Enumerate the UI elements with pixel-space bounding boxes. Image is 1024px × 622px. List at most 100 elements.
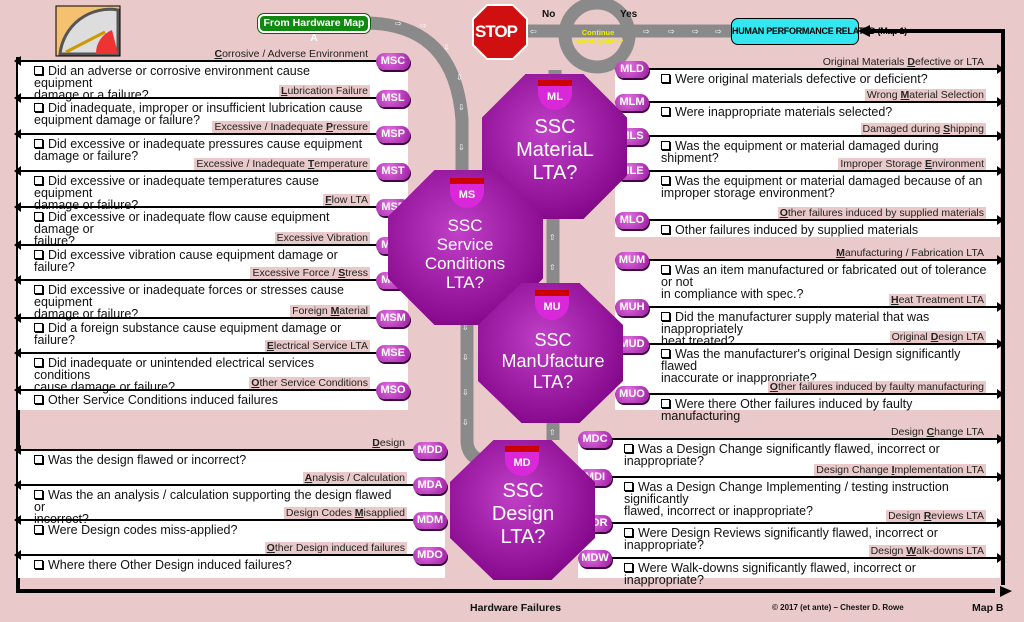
checkbox[interactable] (624, 563, 633, 572)
checkbox[interactable] (661, 74, 670, 83)
category-label: Other failures induced by supplied mater… (777, 207, 986, 219)
question-text: Was a Design Change Implementing / testi… (624, 480, 949, 518)
label-rest: ther failures induced by faulty manufact… (777, 381, 984, 393)
checkbox[interactable] (34, 525, 43, 534)
question: Were Design Reviews significantly flawed… (578, 524, 1000, 551)
label-key-letter: M (836, 247, 845, 259)
stop-label: STOP (475, 22, 518, 41)
arrow-left-icon (14, 313, 21, 323)
label-key-letter: M (900, 89, 910, 101)
from-hardware-map-a-button[interactable]: From Hardware Map A (258, 14, 370, 44)
category-label: Other Service Conditions (249, 377, 370, 389)
code-badge[interactable]: MSO (376, 382, 410, 399)
checkbox[interactable] (661, 399, 670, 408)
code-badge[interactable]: MLM (615, 94, 649, 111)
checkbox[interactable] (34, 455, 43, 464)
label-rest: mplementation LTA (894, 464, 985, 476)
checkbox[interactable] (34, 176, 43, 185)
question-text: Did excessive vibration cause equipment … (34, 248, 338, 274)
code-badge[interactable]: MUH (615, 299, 649, 316)
question-text: Was the equipment or material damaged du… (661, 139, 939, 165)
category-label: Excessive / Inadequate Pressure (212, 121, 370, 133)
code-badge[interactable]: MDA (413, 477, 447, 494)
label-key-letter: R (923, 510, 932, 522)
code-badge[interactable]: MDW (578, 550, 612, 567)
question-text: Did excessive or inadequate forces or st… (34, 283, 344, 321)
arrow-left-icon (14, 240, 21, 250)
checkbox[interactable] (661, 141, 670, 150)
checkbox[interactable] (34, 358, 43, 367)
checkbox[interactable] (34, 103, 43, 112)
checkbox[interactable] (661, 107, 670, 116)
code-badge[interactable]: MSC (376, 53, 410, 70)
category-label: Other failures induced by faulty manufac… (767, 381, 986, 393)
checkbox[interactable] (34, 490, 43, 499)
checkbox[interactable] (34, 323, 43, 332)
checkbox[interactable] (661, 349, 670, 358)
label-rest: nalysis / Calculation (312, 472, 405, 484)
code-badge[interactable]: MUM (615, 252, 649, 269)
code-badge[interactable]: MSP (376, 126, 410, 143)
map-b-label: Map B (972, 602, 1004, 614)
checkbox[interactable] (34, 250, 43, 259)
checkbox[interactable] (34, 560, 43, 569)
category-label: Heat Treatment LTA (889, 294, 986, 306)
arrow-left-icon (14, 129, 21, 139)
checkbox[interactable] (661, 176, 670, 185)
code-badge[interactable]: MDD (413, 442, 447, 459)
question: Where there Other Design induced failure… (18, 556, 445, 571)
checkbox[interactable] (624, 444, 633, 453)
node-ms-line4: LTA? (445, 273, 485, 292)
category-label: Damaged during Shipping (860, 123, 986, 135)
checkbox[interactable] (34, 395, 43, 404)
question-text: Did a foreign substance cause equipment … (34, 321, 342, 347)
label-key-letter: S (338, 267, 346, 279)
category-label: Foreign Material (290, 305, 370, 317)
row-mlo: Other failures induced by supplied mater… (615, 207, 1004, 237)
code-badge[interactable]: MLO (615, 212, 649, 229)
checkbox[interactable] (661, 312, 670, 321)
code-badge[interactable]: MSE (376, 345, 410, 362)
label-rest: emperature (314, 158, 368, 170)
arrow-left-icon (14, 56, 21, 66)
human-performance-map-1-button[interactable]: HUMAN PERFORMANCE RELATED (Map 1) (731, 18, 907, 45)
code-badge[interactable]: MSM (376, 310, 410, 327)
code-badge[interactable]: MSL (376, 90, 410, 107)
checkbox[interactable] (624, 482, 633, 491)
arrow-right-icon (997, 255, 1004, 265)
arrow-right-icon (997, 166, 1004, 176)
arrow-right-icon (997, 131, 1004, 141)
checkbox[interactable] (34, 66, 43, 75)
label-rest: isapplied (363, 507, 405, 519)
label-rest: esign (379, 437, 405, 449)
checkbox[interactable] (34, 139, 43, 148)
question: Did excessive or inadequate flow cause e… (18, 208, 408, 247)
question-text: Were there Other failures induced by fau… (661, 397, 913, 423)
code-badge[interactable]: MDM (413, 512, 447, 529)
svg-text:⇩: ⇩ (462, 323, 469, 332)
code-badge[interactable]: MUO (615, 386, 649, 403)
question-text: Did excessive or inadequate flow cause e… (34, 210, 330, 248)
checkbox[interactable] (624, 528, 633, 537)
checkbox[interactable] (34, 285, 43, 294)
node-mu-line3: LTA? (532, 372, 574, 392)
question-text: Was the design flawed or incorrect? (48, 453, 247, 467)
code-badge[interactable]: MDC (578, 431, 612, 448)
checkbox[interactable] (661, 225, 670, 234)
question: Was the manufacturer's original Design s… (615, 345, 1000, 384)
label-key-letter: O (266, 542, 275, 554)
arrow-left-icon (14, 348, 21, 358)
label-rest: aterial (339, 305, 368, 317)
code-badge[interactable]: MST (376, 163, 410, 180)
code-badge[interactable]: MLD (615, 61, 649, 78)
code-badge[interactable]: MUD (615, 336, 649, 353)
label-rest: ubrication Failure (287, 85, 368, 97)
checkbox[interactable] (34, 212, 43, 221)
checkbox[interactable] (661, 265, 670, 274)
code-badge[interactable]: MDO (413, 547, 447, 564)
question: Did the manufacturer supply material tha… (615, 308, 1000, 347)
